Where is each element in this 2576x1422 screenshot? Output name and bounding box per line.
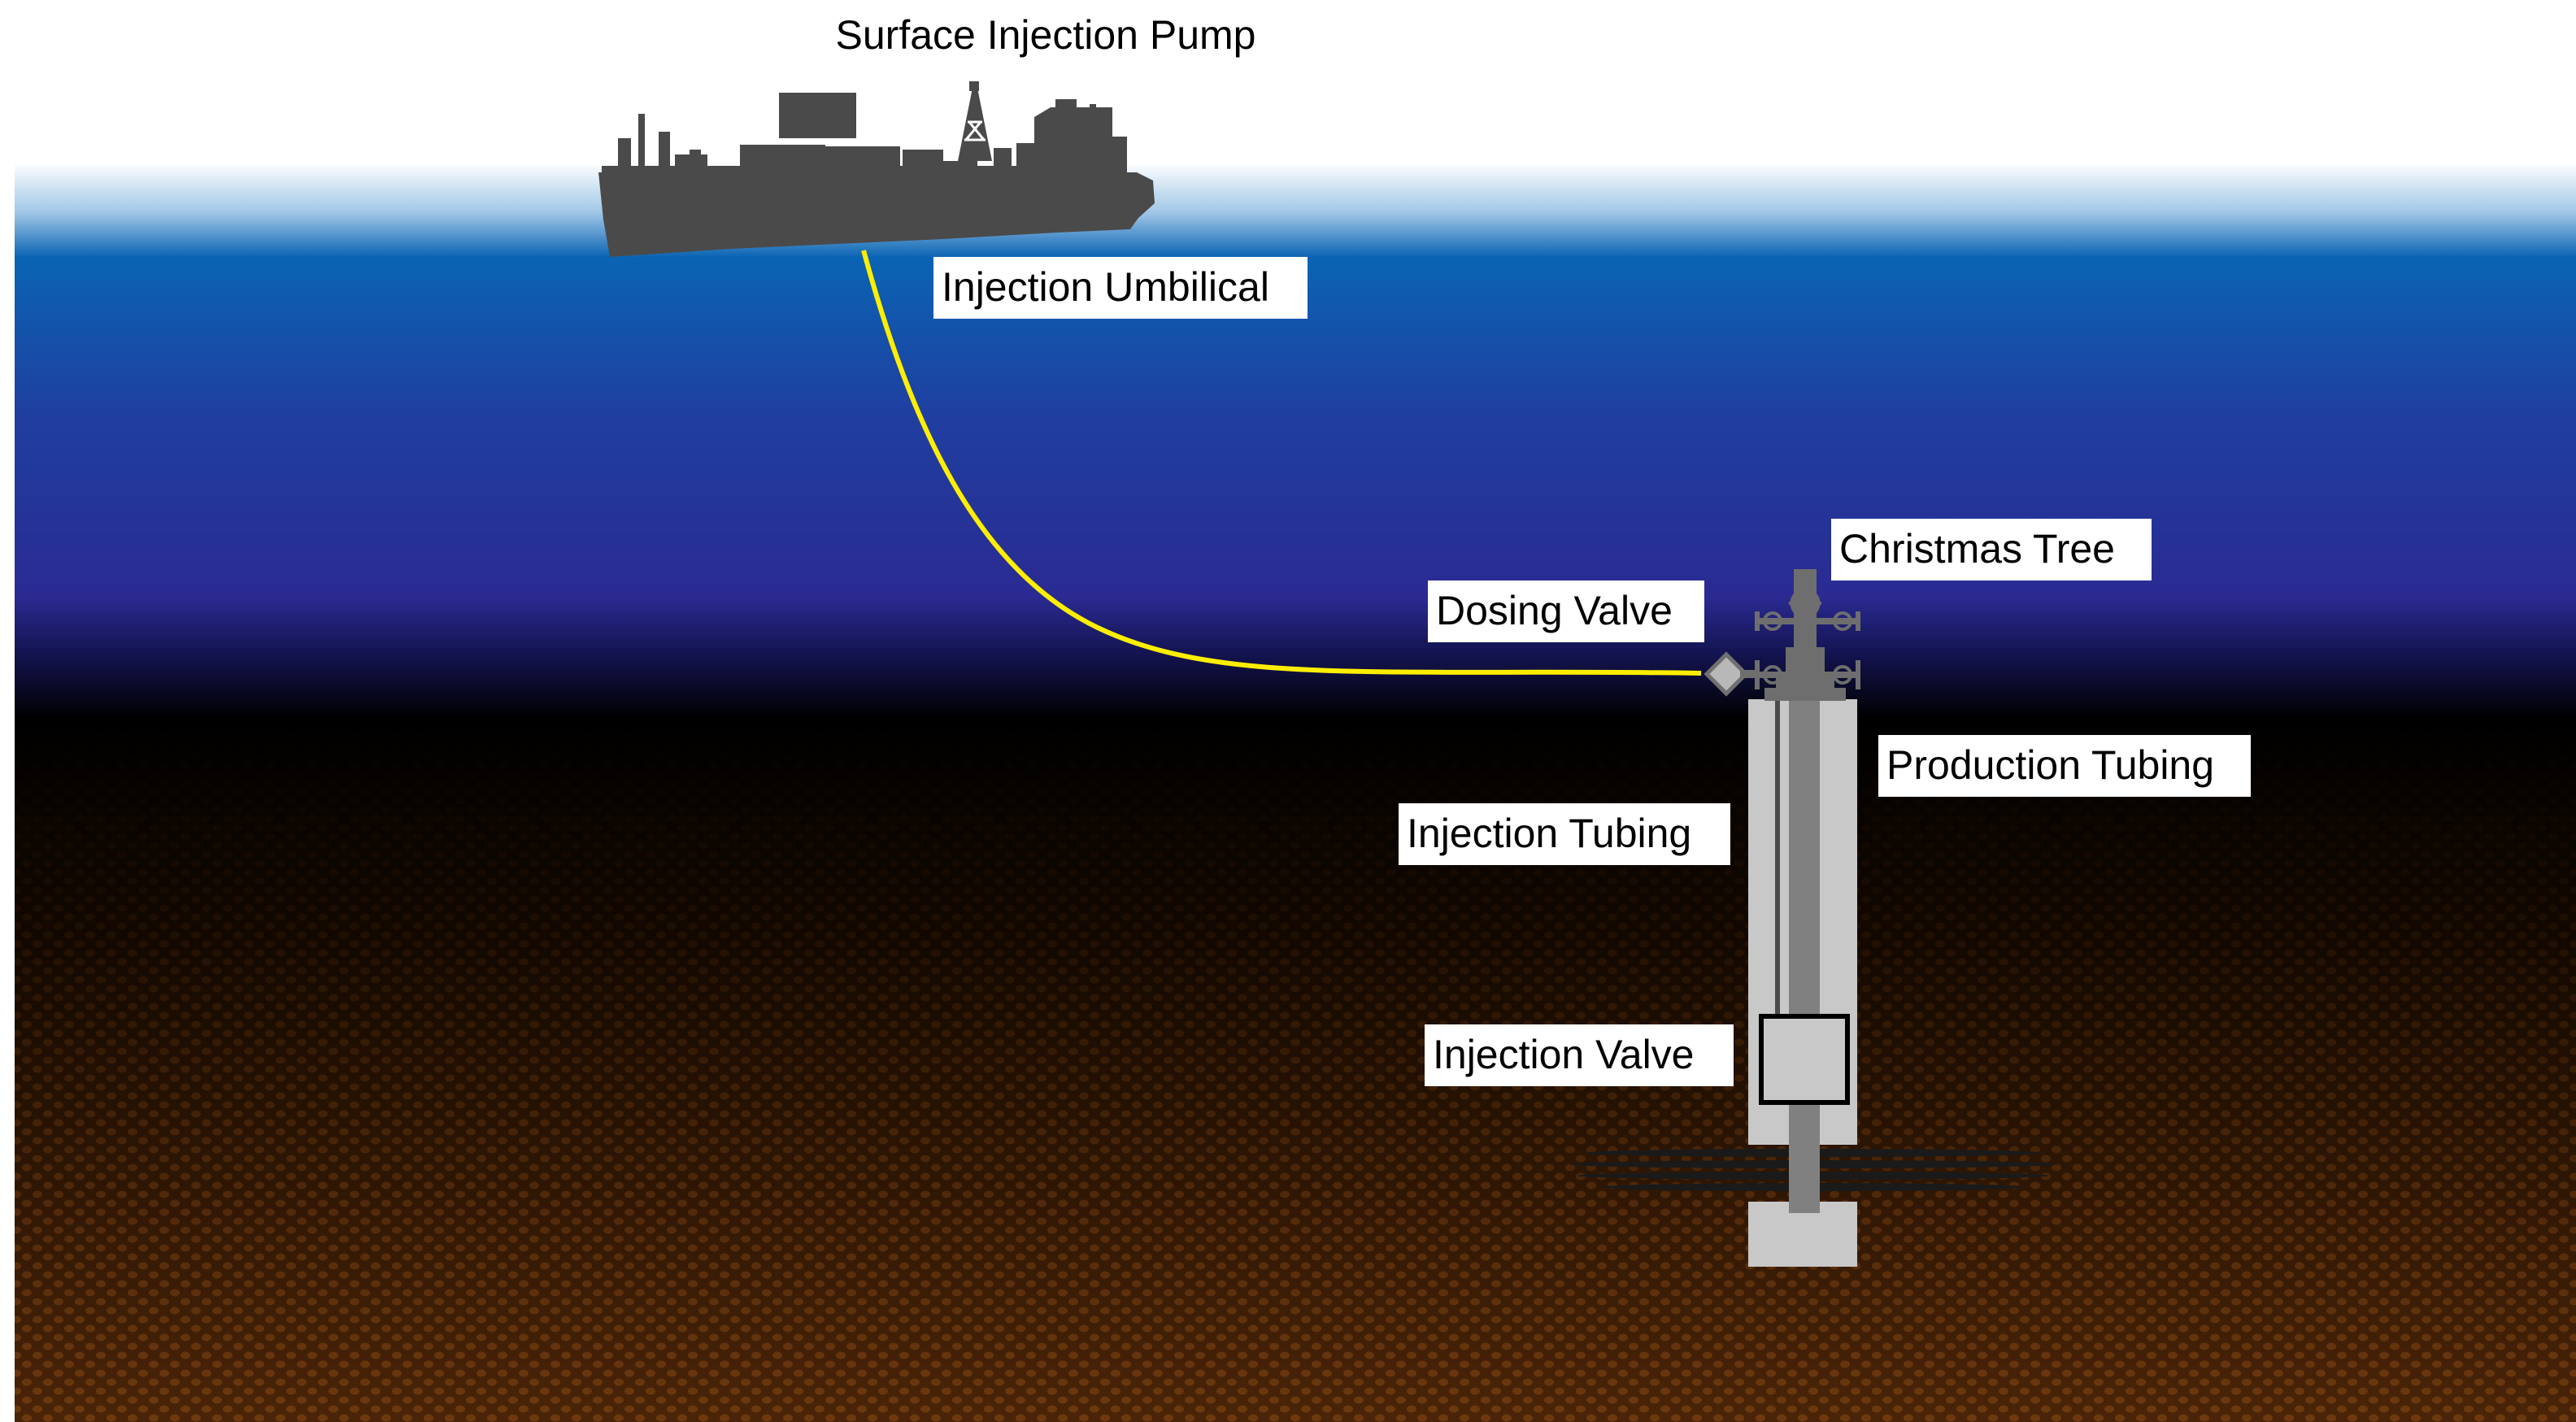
injection-tubing [1775,698,1780,1024]
christmas-tree-label-box [1831,519,2152,581]
ship-icon [598,81,1155,257]
diagram-title: Surface Injection Pump [836,12,1256,58]
production-tubing [1789,698,1820,1213]
umbilical-label-box [933,257,1308,319]
christmas-tree-label: Christmas Tree [1839,526,2115,572]
dosing-valve-icon [1704,651,1749,697]
dosing-valve-label-box [1428,581,1704,642]
umbilical-label: Injection Umbilical [942,264,1269,310]
injection-umbilical-line [861,250,1702,676]
injection-valve-label-box [1425,1024,1734,1086]
injection-tubing-label: Injection Tubing [1407,811,1691,856]
dosing-valve-connector [1740,670,1760,678]
injection-valve-box [1759,1014,1850,1105]
ship-mast-icon [964,120,986,141]
seabed-texture [15,715,2576,1422]
dosing-valve-label: Dosing Valve [1436,588,1673,633]
production-tubing-label-box [1878,735,2251,797]
production-tubing-label: Production Tubing [1886,742,2214,788]
injection-valve-label: Injection Valve [1433,1032,1694,1077]
injection-tubing-label-box [1399,803,1730,865]
christmas-tree-icon [1755,569,1860,701]
sea-water [15,163,2576,720]
